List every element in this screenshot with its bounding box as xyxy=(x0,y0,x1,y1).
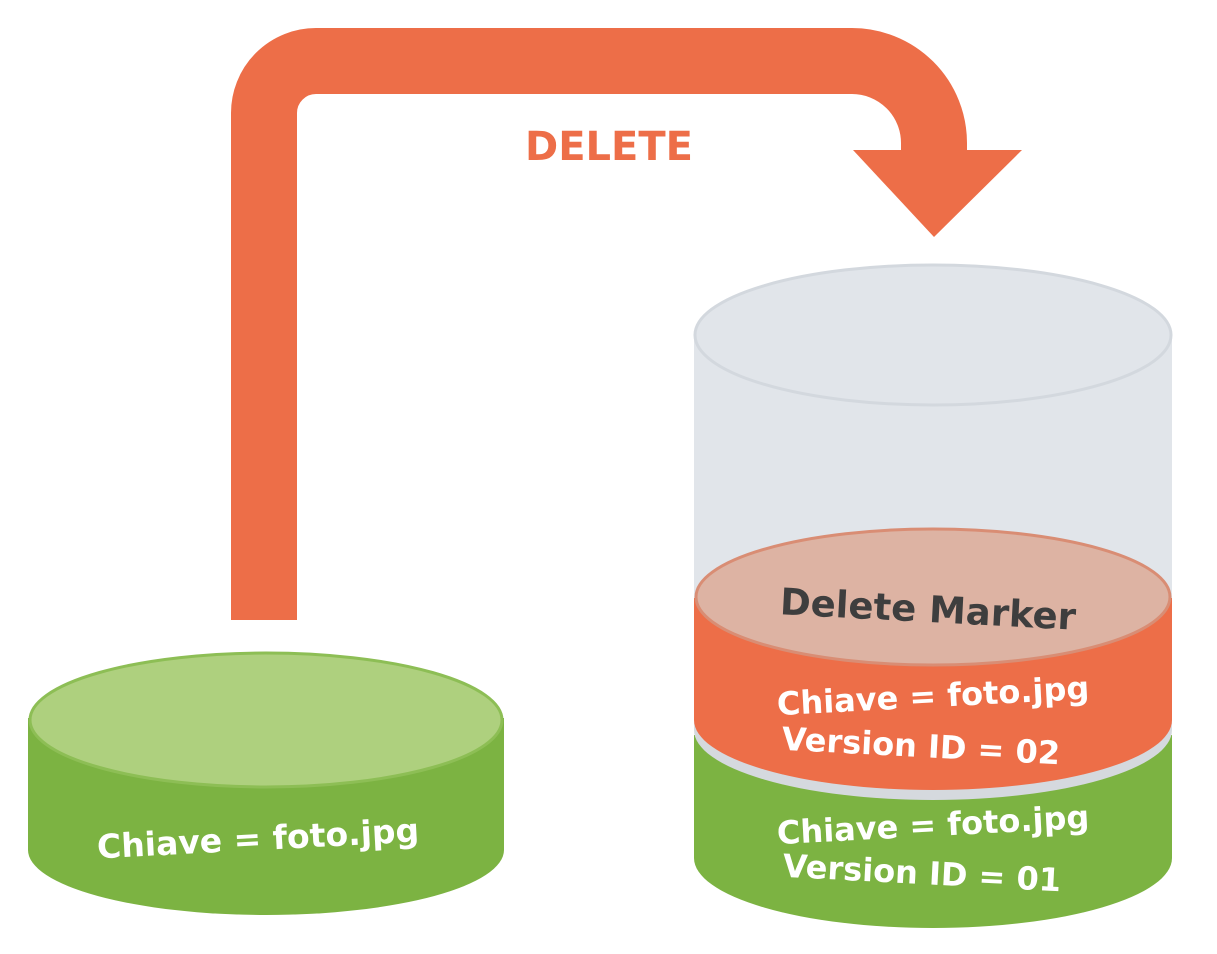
bucket-shell-top xyxy=(693,263,1173,407)
versioned-bucket xyxy=(693,263,1173,928)
source-disk-top xyxy=(28,651,504,789)
delete-arrow xyxy=(231,28,1022,620)
delete-arrow-head xyxy=(853,150,1022,237)
delete-arrow-label: DELETE xyxy=(525,124,693,170)
delete-arrow-shaft xyxy=(231,28,967,620)
delete-marker-top xyxy=(694,527,1172,667)
source-disk xyxy=(28,651,504,915)
